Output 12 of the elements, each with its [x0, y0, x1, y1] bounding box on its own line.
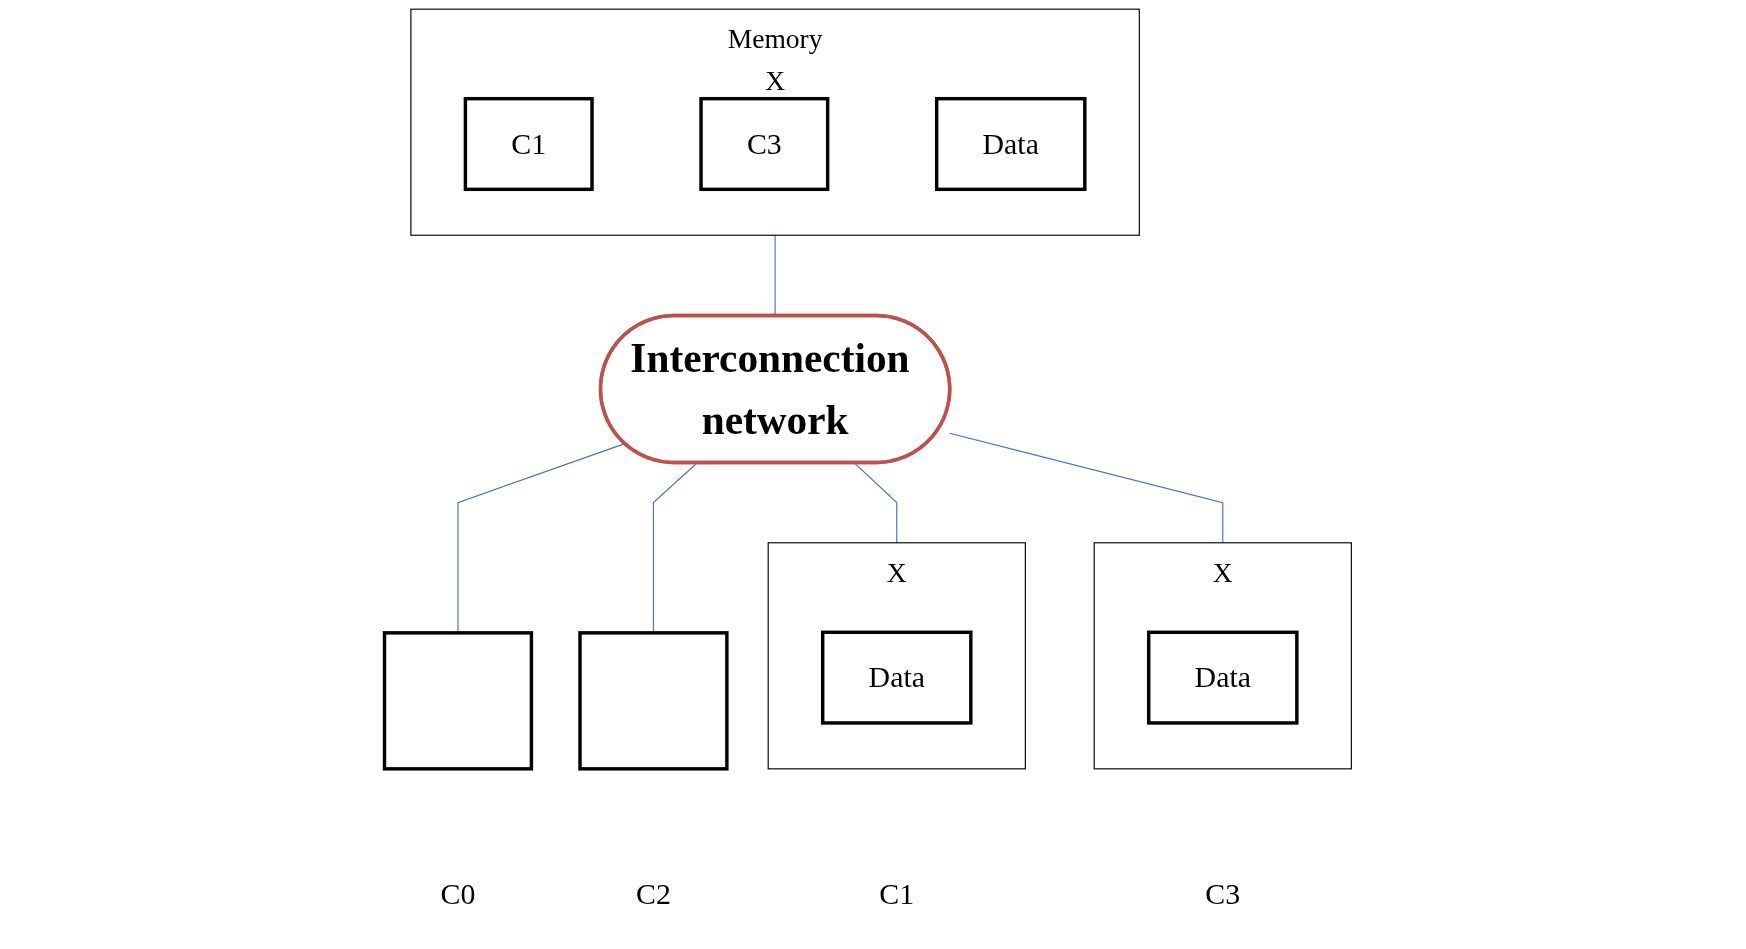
node-label: C0	[440, 877, 476, 912]
connector	[949, 432, 1224, 544]
node-box	[578, 631, 729, 771]
node-label: C2	[636, 877, 671, 912]
node-box	[382, 631, 534, 771]
node-box: C3	[699, 96, 830, 192]
node-label: C1	[879, 877, 915, 912]
node-box: Data	[821, 630, 973, 725]
node-label: C3	[1205, 877, 1241, 912]
node-box: Data	[1147, 630, 1299, 725]
node-box: Data	[934, 96, 1087, 192]
node-box: C1	[463, 96, 594, 192]
